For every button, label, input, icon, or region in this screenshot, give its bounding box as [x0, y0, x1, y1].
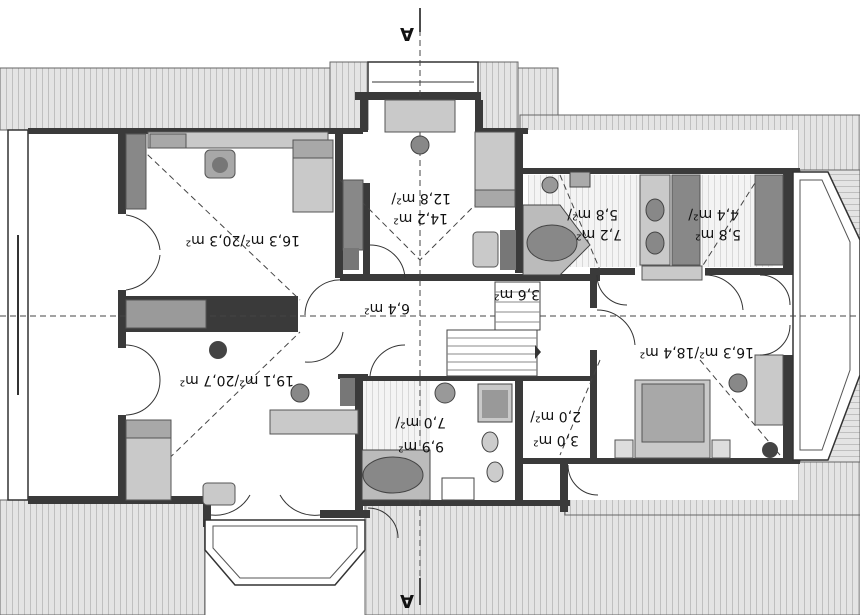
- area-label-bathroom-ne-1: 5,8 m²/: [567, 206, 618, 222]
- west-glazing: [7, 129, 29, 501]
- staircase: [446, 281, 541, 377]
- area-label-bathroom-ne-2: 7,2 m²: [576, 226, 622, 242]
- section-letter-top: A: [400, 23, 414, 44]
- area-label-closet-s-1: 2,0 m²/: [530, 408, 581, 424]
- room-labels: 16,3 m²/20,3 m² 12,8 m²/ 14,2 m² 5,8 m²/…: [180, 190, 754, 454]
- furniture: [125, 99, 784, 506]
- section-mark-top: A: [400, 8, 421, 44]
- area-label-bathroom-s-1: 7,0 m²/: [395, 414, 446, 430]
- walls: [28, 92, 800, 527]
- area-label-bedroom-nw: 16,3 m²/20,3 m²: [186, 232, 300, 248]
- area-label-bedroom-se: 16,3 m²/18,4 m²: [640, 344, 754, 360]
- area-label-stair: 3,6 m²: [494, 286, 540, 302]
- area-label-bathroom-s-2: 9,9 m²: [398, 438, 444, 454]
- door-swings: [125, 214, 791, 539]
- area-label-bedroom-n-2: 14,2 m²: [393, 210, 448, 226]
- area-label-bedroom-sw: 19,1 m²/20,7 m²: [180, 372, 294, 388]
- dormer-window: [367, 61, 479, 95]
- section-letter-bottom: A: [400, 590, 414, 611]
- area-label-closet-s-2: 3,0 m²: [533, 432, 579, 448]
- area-label-wardrobe-ne-1: 4,4 m²/: [688, 206, 739, 222]
- area-label-wardrobe-ne-2: 5,8 m²: [695, 226, 741, 242]
- area-label-hall: 6,4 m²: [364, 300, 410, 316]
- south-bay-window: [204, 519, 366, 586]
- section-mark-bottom: A: [400, 578, 421, 611]
- area-label-bedroom-n-1: 12,8 m²/: [391, 190, 451, 206]
